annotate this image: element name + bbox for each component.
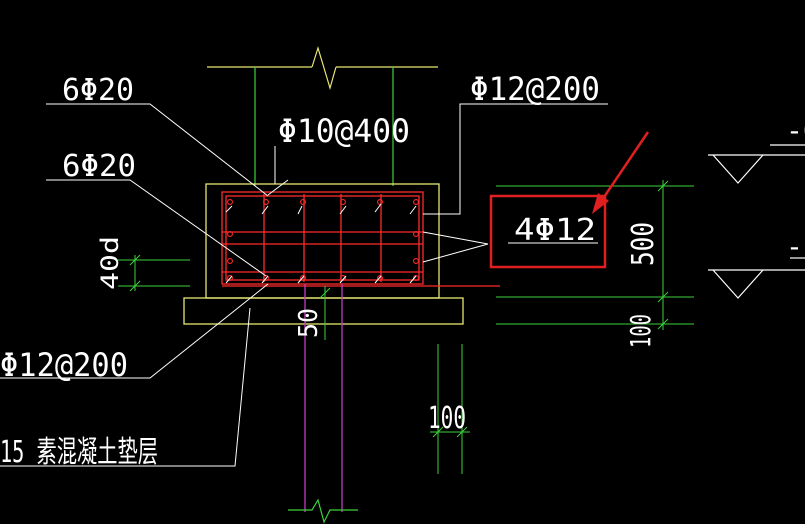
label-dim-100-right: 100 xyxy=(624,314,657,348)
bottom-break-line xyxy=(288,498,358,524)
magenta-stirrup-lines xyxy=(304,284,343,512)
leader-lines xyxy=(0,103,608,467)
rebar-dots xyxy=(227,199,419,281)
label-bottom-left-rebar: 6Φ20 xyxy=(62,149,136,184)
label-middle-stirrup: Φ10@400 xyxy=(278,112,410,150)
highlight-annotation xyxy=(489,131,650,269)
label-left-dim: 40d xyxy=(96,236,124,290)
column-above xyxy=(207,45,438,186)
label-top-left-rebar: 6Φ20 xyxy=(62,73,134,108)
tie-marks xyxy=(225,203,417,284)
beam-outline xyxy=(183,183,464,325)
label-stirrup-top-right: Φ12@200 xyxy=(470,70,600,108)
red-arrow-head xyxy=(592,193,609,214)
label-dim-100-bottom: 100 xyxy=(428,401,466,436)
label-bedding: 15 素混凝土垫层 xyxy=(0,435,158,470)
dimension-lines xyxy=(118,180,694,474)
label-dim-500: 500 xyxy=(626,222,661,266)
edge-fragment-bottom: - xyxy=(786,230,803,263)
label-side-bars: 4Φ12 xyxy=(514,213,596,248)
stirrup-cage xyxy=(221,191,500,287)
edge-fragment-top: -0 xyxy=(786,114,805,147)
label-dim-50: 50 xyxy=(294,308,324,338)
label-bottom-left-stirrup: Φ12@200 xyxy=(0,346,128,384)
elevation-markers xyxy=(708,144,805,299)
